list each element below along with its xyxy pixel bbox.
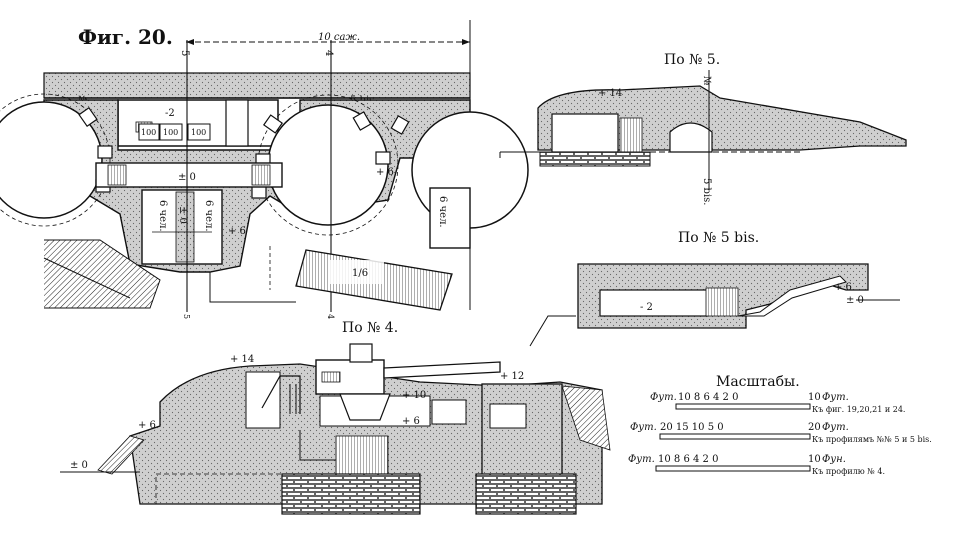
passage: [95, 162, 283, 188]
scale-bar: [659, 433, 811, 440]
section-5bis: По № 5 bis. - 2 + 6 ± 0: [529, 230, 900, 347]
section-mark: 5: [182, 314, 191, 319]
plan-view: 10 саж. 100 100 100 -2 № 5 bis: [0, 20, 529, 319]
section-4-level: + 6: [138, 420, 156, 431]
level-label: + 6: [228, 226, 246, 237]
section-5: По № 5. + 14 № 5 bis.: [499, 52, 907, 205]
scale-bar: [675, 403, 811, 410]
figure-title: Фиг. 20.: [78, 25, 173, 49]
scale-ticks: 10 8 6 4 2 0: [678, 392, 738, 403]
scale-bar: [655, 465, 811, 472]
section-5-mark: №: [701, 76, 712, 85]
scale-unit-right: Фун.: [822, 454, 846, 465]
scales-legend: Масштабы. Фут. 10 8 6 4 2 0 10 Фут. Къ ф…: [628, 374, 932, 476]
box-label: 100: [191, 128, 206, 137]
scale-desc: Къ профилямъ №№ 5 и 5 bis.: [812, 435, 932, 444]
section-5bis-title: По № 5 bis.: [678, 230, 759, 246]
fraction-label: 1/6: [352, 268, 368, 279]
level-label: + 6: [376, 167, 394, 178]
foundation-left: [281, 473, 421, 515]
scale-end-value: 20: [808, 422, 821, 433]
crew-label: 6 чел.: [157, 200, 168, 232]
scale-desc: Къ профилю № 4.: [812, 467, 885, 476]
scale-ticks: 20 15 10 5 0: [660, 422, 724, 433]
room-level-label: -2: [165, 108, 175, 119]
scale-unit-right: Фут.: [822, 422, 849, 433]
scales-title: Масштабы.: [716, 374, 800, 390]
rampart-band: [43, 72, 471, 99]
section-4-level: + 14: [230, 354, 254, 365]
scale-desc: Къ фиг. 19,20,21 и 24.: [812, 405, 905, 414]
section-5-title: По № 5.: [664, 52, 720, 68]
foundation-right: [475, 473, 577, 515]
section-5-mark: 5 bis.: [701, 178, 712, 205]
section-4-level: + 12: [500, 371, 524, 382]
scale-ticks: 10 8 6 4 2 0: [658, 454, 718, 465]
box-label: 100: [141, 128, 156, 137]
section-mark: 4: [326, 314, 335, 319]
section-4: По № 4. + 14 + 12 + 10 + 6 + 6 ± 0: [60, 320, 611, 515]
crew-label: 6 чел.: [203, 200, 214, 232]
scale-unit-left: Фут.: [630, 422, 657, 433]
section-4-title: По № 4.: [342, 320, 398, 336]
gun-barrel: [383, 361, 501, 379]
scale-unit-left: Фут.: [628, 454, 655, 465]
scale-unit-right: Фут.: [822, 392, 849, 403]
scale-unit-left: Фут.: [650, 392, 677, 403]
section-mark: 5: [179, 50, 190, 56]
scale-end-value: 10: [808, 454, 821, 465]
section-5bis-level: + 6: [834, 282, 852, 293]
dimension-label: 10 саж.: [318, 32, 360, 43]
section-5bis-level: ± 0: [846, 295, 864, 306]
gun-pit-left: [0, 101, 103, 219]
box-label: 100: [163, 128, 178, 137]
section-4-level: ± 0: [70, 460, 88, 471]
section-4-level: + 10: [402, 390, 426, 401]
section-4-level: + 6: [402, 416, 420, 427]
section-mark: 4: [323, 50, 334, 56]
section-5bis-level: - 2: [640, 302, 653, 313]
shelter-level: ± 0: [177, 206, 188, 224]
scale-end-value: 10: [808, 392, 821, 403]
crew-label: 6 чел.: [437, 196, 448, 228]
section-5-level: + 14: [598, 88, 622, 99]
